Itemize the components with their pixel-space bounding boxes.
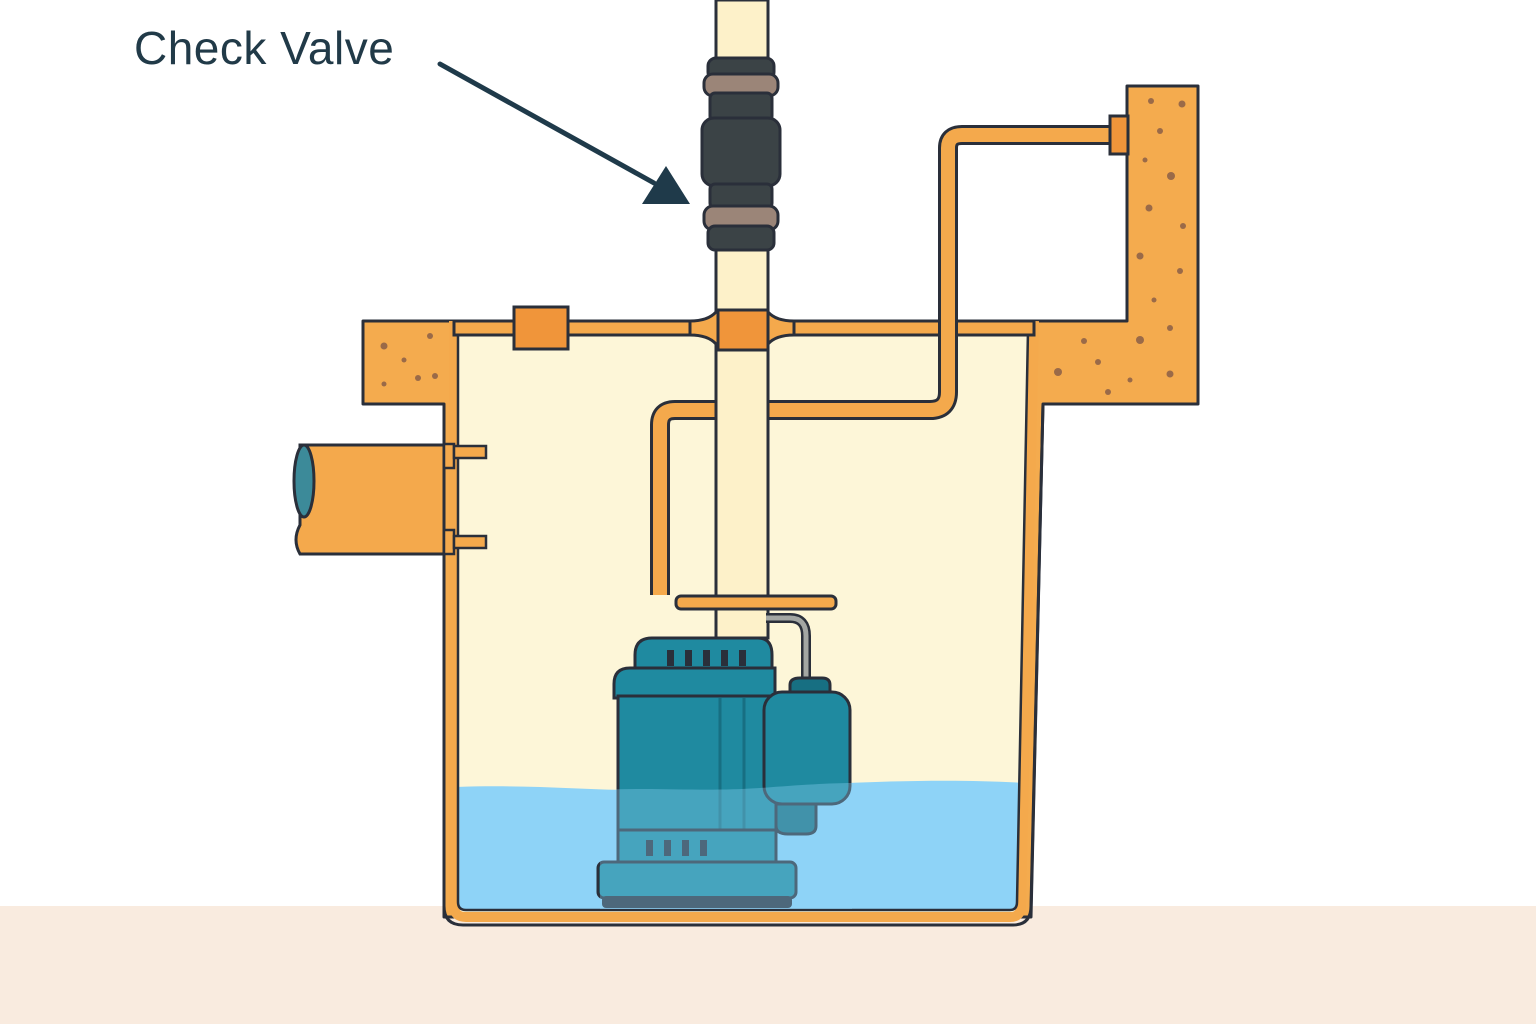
concrete-speckles [380,98,1186,395]
check-valve-label: Check Valve [134,22,395,74]
basin-liner [449,320,1039,922]
inlet-pipe [292,442,488,556]
lid-coupling-center [716,308,770,352]
discharge-pipe [688,0,796,640]
sump-pump [596,636,852,908]
callout-arrow [437,61,690,204]
float-switch-arm [674,594,838,700]
basin-inner-outline [456,329,1030,912]
concrete-wall-right [1019,84,1200,919]
water-overlay [600,783,852,909]
basin-outline [442,403,1045,927]
lid-coupling-left [512,305,570,351]
vent-pipe [650,114,1130,595]
check-valve [700,56,782,252]
concrete-slab-left [361,319,456,919]
